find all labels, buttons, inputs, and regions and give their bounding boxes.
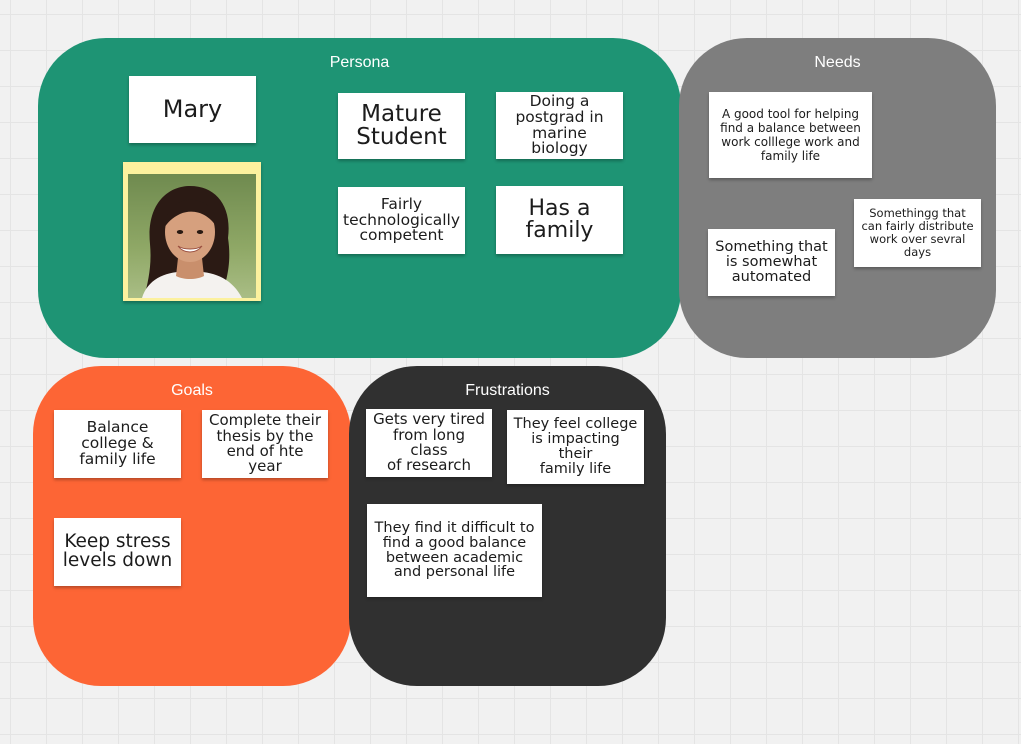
sticky-note-frustrations-1[interactable]: Gets very tired from long class of resea… [366, 409, 492, 477]
persona-frame-title: Persona [329, 54, 390, 71]
needs-frame[interactable]: Needs [679, 38, 996, 358]
sticky-note-goals-3[interactable]: Keep stress levels down [54, 518, 181, 586]
sticky-note-persona-name[interactable]: Mary [129, 76, 256, 143]
sticky-note-persona-photo[interactable] [123, 162, 261, 301]
sticky-note-needs-2[interactable]: Something that is somewhat automated [708, 229, 835, 296]
sticky-note-frustrations-2[interactable]: They feel college is impacting their fam… [507, 410, 644, 484]
sticky-note-persona-2[interactable]: Doing a postgrad in marine biology [496, 92, 623, 159]
sticky-note-needs-3[interactable]: Somethingg that can fairly distribute wo… [854, 199, 981, 267]
sticky-note-needs-1[interactable]: A good tool for helping find a balance b… [709, 92, 872, 178]
sticky-note-persona-1[interactable]: Mature Student [338, 93, 465, 159]
sticky-note-goals-1[interactable]: Balance college & family life [54, 410, 181, 478]
needs-frame-title: Needs [814, 54, 861, 71]
sticky-note-persona-3[interactable]: Fairly technologically competent [338, 187, 465, 254]
sticky-note-frustrations-3[interactable]: They find it difficult to find a good ba… [367, 504, 542, 597]
frustrations-frame-title: Frustrations [465, 382, 550, 399]
goals-frame-title: Goals [171, 382, 213, 399]
sticky-note-persona-4[interactable]: Has a family [496, 186, 623, 254]
sticky-note-goals-2[interactable]: Complete their thesis by the end of hte … [202, 410, 328, 478]
persona-photo-icon [128, 174, 256, 298]
